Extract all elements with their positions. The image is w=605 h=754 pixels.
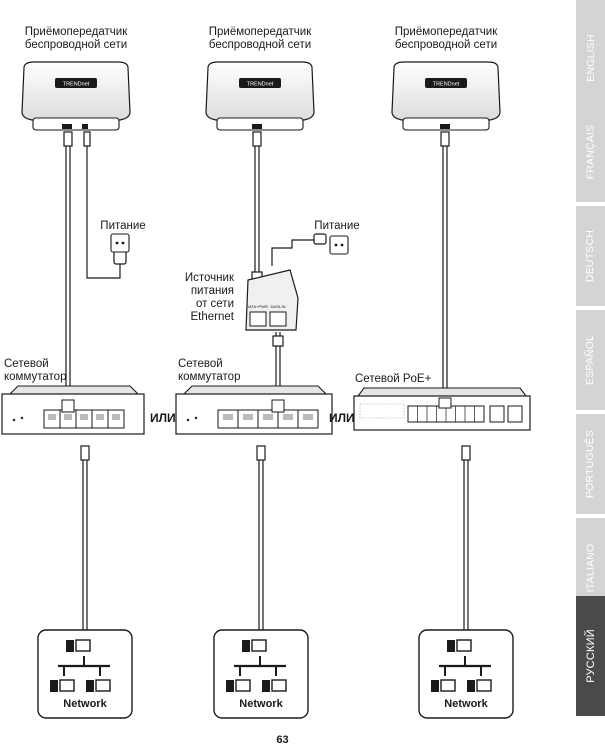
- tab-label: PORTUGUÊS: [584, 429, 597, 499]
- outlet-1: [110, 233, 130, 253]
- tab-russian[interactable]: РУССКИЙ: [576, 596, 605, 716]
- power-caption-2: Питание: [314, 220, 360, 232]
- poe-injector: DATA+PWR DATA IN: [245, 269, 299, 331]
- tab-label: ITALIANO: [584, 543, 597, 593]
- tab-deutsch[interactable]: DEUTSCH: [576, 206, 605, 306]
- ap-caption-1: Приёмопередатчик беспроводной сети: [24, 26, 128, 51]
- ap-brand-1: TRENDnet: [63, 82, 90, 88]
- network-switch-1: [1, 385, 145, 435]
- outlet-2: [329, 235, 349, 255]
- network-cables: [80, 445, 471, 630]
- column-3-cables: [440, 131, 450, 402]
- tab-label: РУССКИЙ: [584, 629, 597, 683]
- network-label-2: Network: [239, 698, 283, 710]
- or-label-1: ИЛИ: [150, 411, 176, 425]
- page-number: 63: [276, 734, 289, 746]
- network-box-1: [37, 629, 133, 719]
- network-box-3: [418, 629, 514, 719]
- power-caption-1: Питание: [100, 220, 146, 232]
- tab-label: ESPAÑOL: [584, 334, 597, 386]
- ap-brand-3: TRENDnet: [433, 82, 460, 88]
- installation-diagram: TRENDnet TRENDnet TRENDnet: [1, 26, 531, 746]
- switch-caption-2: Сетевой коммутатор: [178, 358, 241, 383]
- tab-label: FRANÇAIS: [584, 124, 597, 180]
- ap-brand-2: TRENDnet: [247, 82, 274, 88]
- tab-portugues[interactable]: PORTUGUÊS: [576, 414, 605, 514]
- injector-port-out-label: DATA+PWR: [246, 304, 268, 309]
- access-point-2: TRENDnet: [205, 61, 315, 131]
- tab-label: DEUTSCH: [584, 229, 597, 283]
- injector-port-in-label: DATA IN: [271, 304, 286, 309]
- language-tabs: ENGLISH FRANÇAIS DEUTSCH ESPAÑOL PORTUGU…: [576, 0, 605, 749]
- tab-label: ENGLISH: [584, 33, 597, 82]
- diagram-drawing: TRENDnet TRENDnet TRENDnet: [1, 61, 531, 719]
- access-point-1: TRENDnet: [21, 61, 131, 131]
- tab-espanol[interactable]: ESPAÑOL: [576, 310, 605, 410]
- or-label-2: ИЛИ: [329, 411, 355, 425]
- network-label-1: Network: [63, 698, 107, 710]
- tab-francais[interactable]: FRANÇAIS: [576, 102, 605, 202]
- column-2-cables: [251, 131, 327, 403]
- network-box-2: [213, 629, 309, 719]
- network-label-3: Network: [444, 698, 488, 710]
- poe-switch-3: [353, 387, 531, 431]
- injector-caption: Источник питания от сети Ethernet: [184, 272, 234, 323]
- ap-caption-2: Приёмопередатчик беспроводной сети: [208, 26, 312, 51]
- tab-english[interactable]: ENGLISH: [576, 0, 605, 115]
- network-switch-2: [175, 385, 333, 435]
- access-point-3: TRENDnet: [391, 61, 501, 131]
- switch-caption-1: Сетевой коммутатор: [4, 358, 67, 383]
- switch-caption-3: Сетевой PoE+: [355, 373, 432, 385]
- ap-caption-3: Приёмопередатчик беспроводной сети: [394, 26, 498, 51]
